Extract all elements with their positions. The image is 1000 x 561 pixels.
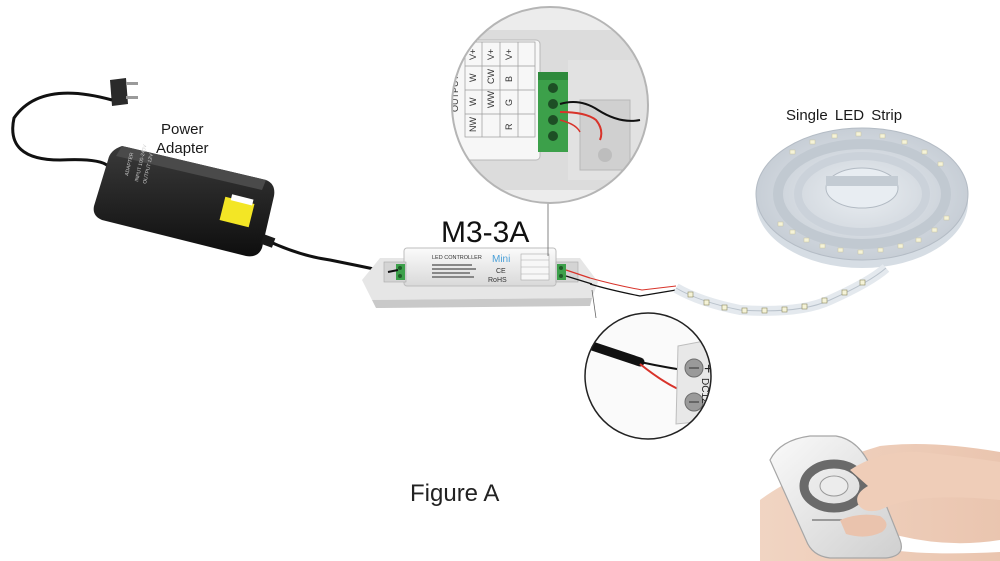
terminal-cell: WW <box>486 91 496 108</box>
controller-mini-logo: Mini <box>492 254 510 265</box>
terminal-cell: B <box>504 76 514 82</box>
dc-voltage-label: DC12V <box>699 378 710 411</box>
controller-rohs-mark: RoHS <box>488 277 507 284</box>
terminal-cell: R <box>504 123 514 130</box>
power-adapter-label-line1: Power <box>161 121 204 138</box>
terminal-cell: CW <box>486 69 496 84</box>
terminal-closeup: OUTPUT NW W W V+ WW CW V+ R G B V+ <box>450 6 649 204</box>
dc-minus-label: - <box>706 399 711 415</box>
dc-terminal-closeup: + DC12V - <box>584 312 713 440</box>
led-strip-reel <box>755 127 969 268</box>
power-plug-icon <box>11 78 138 168</box>
terminal-cell: V+ <box>468 49 478 60</box>
led-strip-label: Single LED Strip <box>786 107 903 124</box>
power-adapter-label: Power Adapter <box>156 120 209 158</box>
power-adapter: ADAPTER INPUT 100-240V OUTPUT 12V <box>93 143 389 274</box>
dc-plus-label: + <box>704 361 713 378</box>
terminal-cell: W <box>468 97 478 106</box>
svg-text:ADAPTER: ADAPTER <box>124 152 135 177</box>
hand-fingers <box>840 451 1000 537</box>
terminal-cell: V+ <box>486 49 496 60</box>
terminal-cell: NW <box>468 117 478 132</box>
controller-ce-mark: CE <box>496 268 506 275</box>
terminal-cell: V+ <box>504 49 514 60</box>
controller-title: LED CONTROLLER <box>432 255 482 261</box>
led-controller: LED CONTROLLER Mini CE RoHS <box>362 247 598 308</box>
terminal-cell: G <box>504 99 514 106</box>
power-adapter-label-line2: Adapter <box>156 140 209 157</box>
controller-model-label: M3-3A <box>441 216 530 249</box>
figure-caption: Figure A <box>410 480 500 507</box>
terminal-cell: W <box>468 73 478 82</box>
terminal-output-label: OUTPUT <box>450 75 460 113</box>
led-strip <box>673 264 890 316</box>
